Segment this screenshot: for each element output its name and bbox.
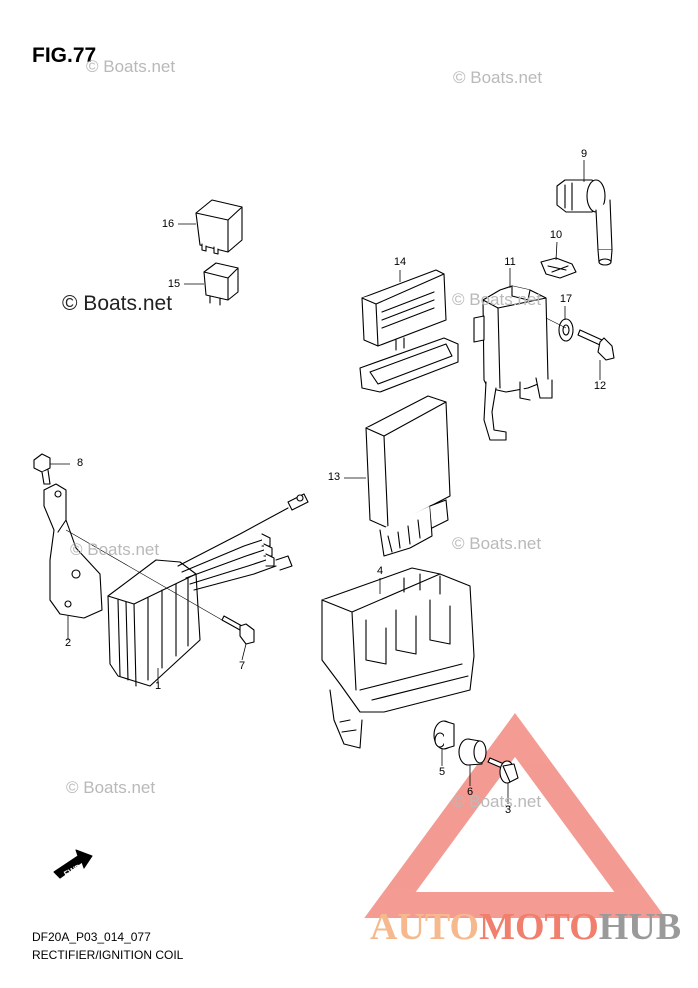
rectifier-1 [107, 493, 309, 687]
brand-triangle-logo [364, 713, 666, 918]
callout-10: 10 [549, 229, 563, 241]
diagram-name: RECTIFIER/IGNITION COIL [32, 948, 184, 962]
callout-7: 7 [238, 660, 246, 672]
ignition-coil-11 [473, 285, 553, 441]
callout-1: 1 [154, 680, 162, 692]
watermark: © Boats.net [86, 57, 176, 76]
callout-8: 8 [76, 457, 84, 469]
bracket-4 [321, 567, 475, 749]
bolt-3 [487, 757, 519, 784]
watermark: © Boats.net [452, 534, 542, 553]
callout-17: 17 [559, 293, 573, 305]
diagram-code: DF20A_P03_014_077 [32, 930, 151, 944]
callout-12: 12 [593, 380, 607, 392]
callout-15: 15 [167, 278, 181, 290]
bolt-7 [221, 615, 255, 645]
cover-14 [359, 269, 459, 393]
callout-4: 4 [376, 565, 384, 577]
watermark: © Boats.net [70, 540, 160, 559]
grommet-5 [433, 720, 455, 750]
relay-15 [203, 262, 239, 306]
watermark: © Boats.net [66, 778, 156, 797]
figure-title: FIG.77 [32, 44, 97, 67]
callout-3: 3 [504, 804, 512, 816]
brand-part-moto: MOTO [479, 906, 599, 948]
callout-13: 13 [327, 471, 341, 483]
callout-6: 6 [466, 786, 474, 798]
brand-part-hub: HUB [598, 906, 682, 948]
fwd-arrow [53, 849, 93, 879]
relay-16 [195, 199, 243, 255]
clip-10 [540, 257, 577, 279]
washer-17 [558, 318, 574, 342]
watermark-large: © Boats.net [62, 292, 173, 315]
callout-16: 16 [161, 218, 175, 230]
fwd-label: FWD [62, 862, 83, 876]
callout-11: 11 [504, 256, 516, 268]
watermark: © Boats.net [453, 68, 543, 87]
callout-14: 14 [393, 256, 407, 268]
watermark: © Boats.net [452, 792, 542, 811]
bolt-12 [577, 329, 615, 361]
cdi-unit-13 [365, 395, 451, 557]
plug-cap-9 [556, 179, 613, 266]
callout-2: 2 [64, 637, 72, 649]
brand-part-auto: AUTO [370, 906, 480, 948]
bolt-8 [33, 453, 51, 485]
fwd-text: FWD [62, 862, 83, 876]
callout-5: 5 [438, 766, 446, 778]
bracket-2 [43, 483, 103, 619]
collar-6 [458, 738, 487, 766]
callout-9: 9 [580, 148, 588, 160]
watermark: © Boats.net [452, 290, 542, 309]
brand-wordmark: AUTOMOTOHUB [370, 905, 681, 949]
